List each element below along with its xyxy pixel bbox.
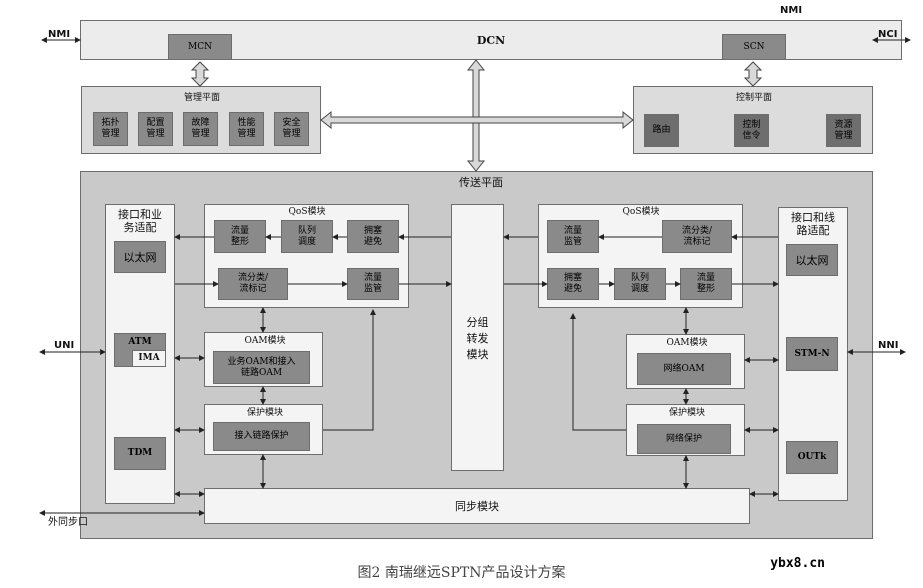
scn-box: SCN [722, 34, 786, 60]
qos-right-classify: 流分类/ 流标记 [662, 220, 732, 253]
qos-left-congestion: 拥塞 避免 [347, 220, 399, 253]
qos-right-queue: 队列 调度 [614, 268, 666, 300]
nmi-top-label: NMI [780, 5, 803, 16]
qos-right-police: 流量 监管 [547, 220, 599, 253]
oam-left-content: 业务OAM和接入 链路OAM [213, 351, 310, 384]
nci-label: NCI [878, 29, 898, 40]
left-adaptation-title: 接口和业 务适配 [118, 208, 162, 234]
uni-label: UNI [54, 340, 75, 351]
qos-left-classify: 流分类/ 流标记 [218, 268, 288, 300]
right-stmn: STM-N [786, 337, 838, 371]
oam-left-title: OAM模块 [244, 336, 286, 346]
dcn-label: DCN [476, 34, 506, 47]
mgmt-security: 安全 管理 [274, 112, 309, 146]
qos-right-shaping: 流量 整形 [680, 268, 732, 300]
qos-left-police: 流量 监管 [347, 268, 399, 300]
sync-module: 同步模块 [204, 488, 750, 524]
ctrl-resource: 资源 管理 [826, 114, 861, 147]
right-adaptation-title: 接口和线 路适配 [791, 211, 835, 237]
prot-left-content: 接入链路保护 [213, 422, 310, 451]
nmi-left-label: NMI [48, 29, 71, 40]
qos-right-congestion: 拥塞 避免 [547, 268, 599, 300]
figure-caption: 图2 南瑞继远SPTN产品设计方案 [357, 565, 566, 581]
watermark: ybx8.cn [770, 556, 825, 571]
management-plane-title: 管理平面 [183, 93, 220, 103]
right-ethernet: 以太网 [786, 244, 838, 276]
mgmt-performance: 性能 管理 [229, 112, 264, 146]
control-plane-title: 控制平面 [735, 93, 772, 103]
ctrl-routing: 路由 [644, 114, 679, 147]
oam-right-title: OAM模块 [666, 338, 708, 348]
qos-right-title: QoS模块 [622, 207, 660, 217]
transport-plane-title: 传送平面 [459, 176, 503, 189]
left-ima: IMA [132, 350, 166, 367]
qos-left-title: QoS模块 [288, 207, 326, 217]
atm-label: ATM [128, 337, 152, 347]
mgmt-fault: 故障 管理 [183, 112, 218, 146]
prot-left-title: 保护模块 [246, 408, 283, 418]
mgmt-config: 配置 管理 [138, 112, 173, 146]
ext-sync-label: 外同步口 [48, 517, 88, 528]
nni-label: NNI [878, 340, 899, 351]
left-ethernet: 以太网 [114, 241, 166, 273]
qos-left-shaping: 流量 整形 [214, 220, 266, 253]
left-tdm: TDM [114, 437, 166, 470]
prot-right-content: 网络保护 [637, 424, 731, 454]
packet-switch: 分组 转发 模块 [451, 204, 504, 471]
mcn-box: MCN [168, 34, 232, 60]
mgmt-topology: 拓扑 管理 [93, 112, 128, 146]
ctrl-signaling: 控制 信令 [734, 114, 769, 147]
oam-right-content: 网络OAM [637, 353, 731, 385]
prot-right-title: 保护模块 [668, 408, 705, 418]
right-otuk: OUTk [786, 441, 838, 474]
qos-left-queue: 队列 调度 [281, 220, 333, 253]
